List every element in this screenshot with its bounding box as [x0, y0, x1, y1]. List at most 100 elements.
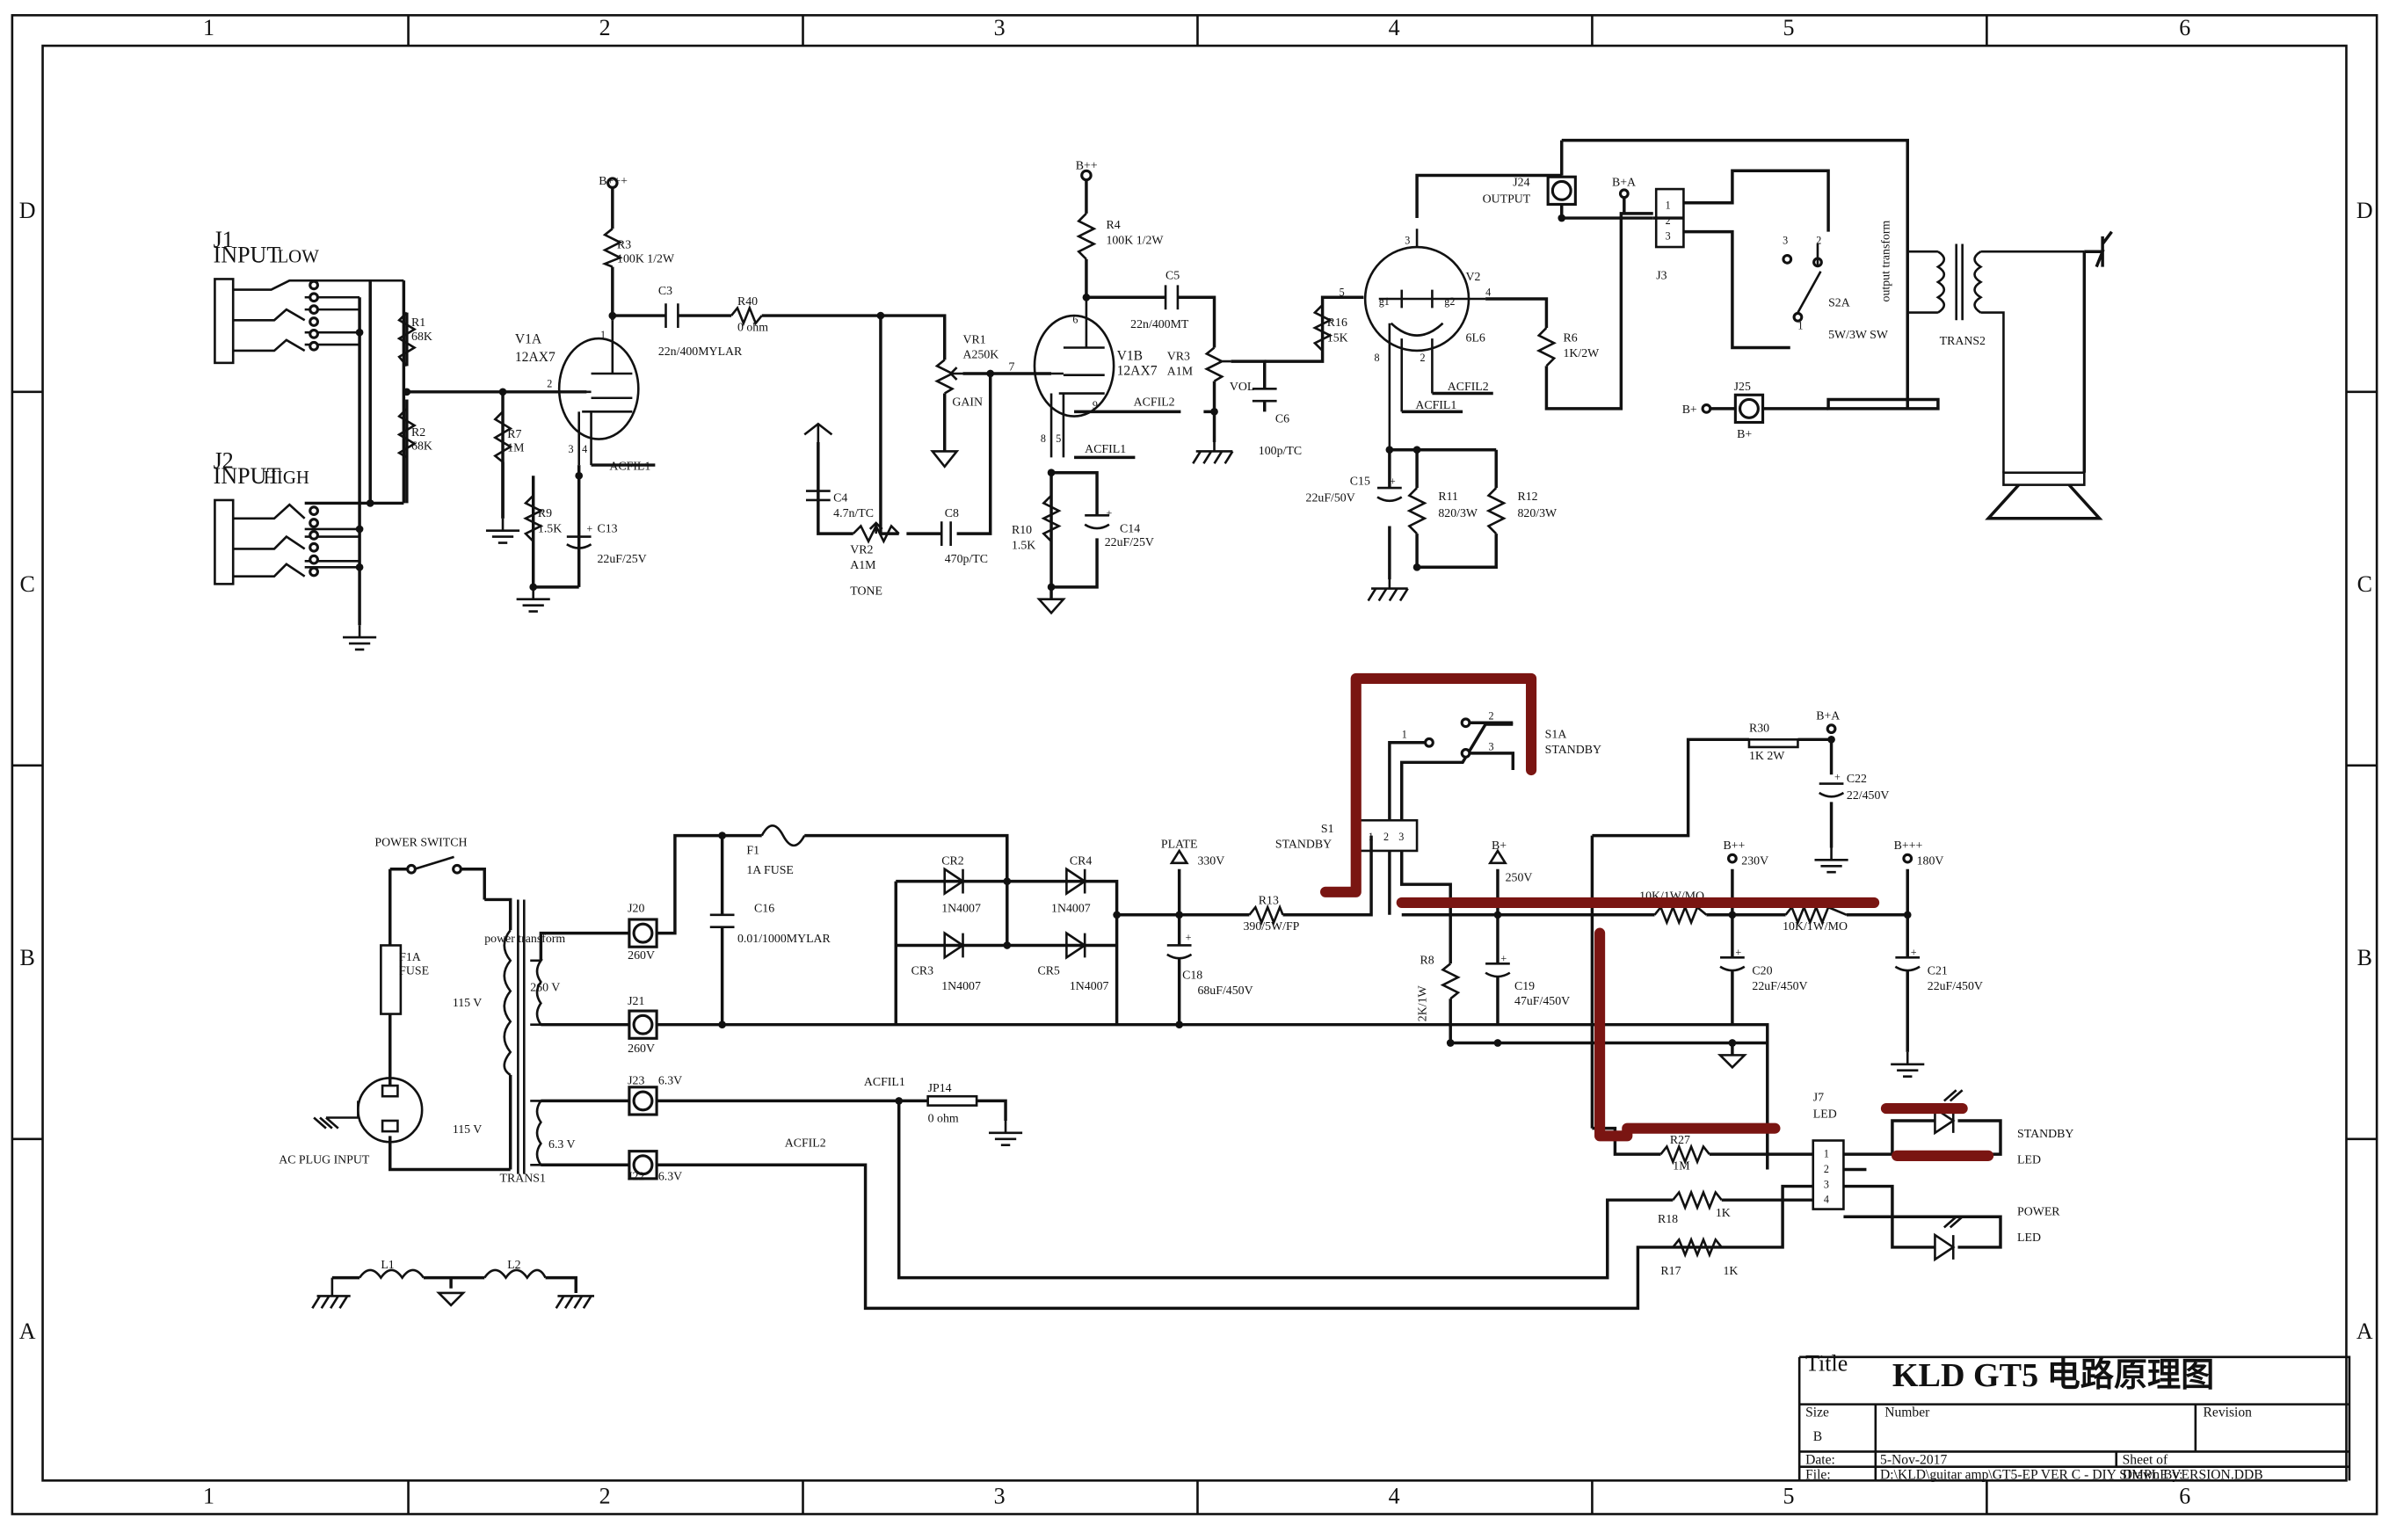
r1-label: R1: [411, 316, 425, 330]
jp14-resistor: [926, 1094, 978, 1107]
speaker-icon: [2002, 471, 2086, 486]
r18-value: 1K: [1716, 1207, 1731, 1220]
f1-value: 1A FUSE: [746, 864, 794, 877]
jack-j20-icon: [628, 918, 658, 948]
b-plus-label: B+++: [1894, 839, 1923, 853]
fuse-f1a-icon: [380, 944, 403, 1015]
ground-icon: [930, 450, 960, 469]
jp14-label: JP14: [928, 1082, 952, 1095]
pin-label: 3: [1783, 235, 1788, 247]
plate-label: PLATE: [1161, 838, 1198, 851]
j23-label: J23: [628, 1074, 644, 1087]
b-plus-label: B+: [1492, 839, 1507, 853]
row-label: B: [2357, 945, 2372, 970]
ground-icon: [1717, 1054, 1747, 1070]
j2-input-label: INPUT: [214, 463, 281, 489]
c13-label: C13: [598, 522, 618, 535]
acfil1-label: ACFIL1: [609, 460, 650, 473]
r27-label: R27: [1670, 1134, 1690, 1147]
acfil1-label: ACFIL1: [1415, 399, 1456, 412]
vr3-label: VR3: [1167, 350, 1190, 363]
power-supply-section: POWER SWITCH F1A FUSE AC PLUG INPUT powe…: [279, 710, 2073, 1311]
vr2-label: VR2: [850, 544, 873, 557]
s2a-value: 5W/3W SW: [1828, 329, 1889, 342]
size-value: B: [1813, 1429, 1822, 1444]
jack-j21-icon: [628, 1009, 658, 1040]
r7-value: 1M: [507, 441, 524, 454]
pin-label: 3: [1824, 1178, 1829, 1190]
f1-label: F1: [746, 844, 759, 857]
r9-value: 1.5K: [538, 522, 562, 535]
input-section: J1 INPUT LOW J2 INPUT HIGH R1 68K R2 68K…: [214, 227, 587, 651]
r12-value: 820/3W: [1517, 507, 1558, 520]
c5-value: 22n/400MT: [1130, 318, 1189, 331]
col-label: 2: [599, 15, 611, 40]
c6-label: C6: [1275, 412, 1289, 425]
ground-icon: [341, 623, 378, 651]
r10-label: R10: [1012, 524, 1032, 537]
ground-icon: [515, 585, 552, 613]
polarity-plus: +: [1186, 931, 1192, 943]
pin-label: 2: [1824, 1163, 1829, 1175]
file-label: File:: [1805, 1468, 1831, 1483]
output-jack-icon: [1546, 175, 1577, 207]
v1b-stage: B++ R4 100K 1/2W C5 22n/400MT VR3 A1M VO…: [1012, 160, 1302, 615]
pin-label: 4: [582, 443, 587, 455]
acfil2-label: ACFIL2: [1134, 396, 1175, 409]
v1a-stage: B+++ R3 100K 1/2W C3 22n/400MYLAR R40 0 …: [515, 175, 885, 613]
trans2-label: TRANS2: [1940, 335, 1986, 348]
s2a-label: S2A: [1828, 297, 1850, 310]
r8-value: 2K/1W: [1416, 984, 1429, 1021]
row-label: C: [20, 571, 35, 597]
col-label: 3: [994, 15, 1006, 40]
v260-label: 260 V: [530, 982, 560, 995]
c21-label: C21: [1928, 964, 1948, 977]
ground-icon: [1036, 598, 1066, 615]
j7-led-label: LED: [1813, 1108, 1837, 1121]
acfil2-label: ACFIL2: [1448, 381, 1489, 394]
output-section: J24 OUTPUT B+A 1 2 3 J3 3 2 1 S2A 5W/3W …: [1483, 138, 2113, 520]
date-value: 5-Nov-2017: [1880, 1452, 1947, 1467]
j25-label: J25: [1734, 381, 1751, 394]
j22-label: J22: [628, 1171, 644, 1184]
j24-label: J24: [1513, 177, 1529, 190]
r13-value: 390/5W/FP: [1243, 920, 1299, 933]
vr2-value: A1M: [850, 559, 875, 572]
drawn-by-label: Drawn By:: [2123, 1468, 2183, 1483]
pin-label: 1: [600, 329, 606, 341]
gain-label: GAIN: [952, 396, 983, 409]
col-label: 5: [1783, 1483, 1795, 1508]
pin-label: 7: [1009, 361, 1015, 374]
jack-j25-icon: [1733, 393, 1765, 425]
b-plus-label: B+++: [599, 175, 628, 188]
r17-label: R17: [1660, 1265, 1681, 1278]
acfil1-label: ACFIL1: [864, 1076, 905, 1089]
c18-label: C18: [1182, 970, 1202, 983]
pin-label: 3: [1489, 740, 1494, 752]
j3-label: J3: [1656, 269, 1666, 282]
r4-label: R4: [1106, 219, 1120, 232]
jack-j23-icon: [628, 1086, 658, 1116]
v115-label: 115 V: [453, 1123, 482, 1137]
c8-value: 470p/TC: [945, 553, 988, 566]
l1-label: L1: [381, 1259, 394, 1272]
c16-label: C16: [754, 902, 774, 915]
r40-label: R40: [737, 295, 758, 309]
r12-label: R12: [1517, 490, 1537, 504]
s1-label: S1: [1321, 823, 1334, 836]
c13-value: 22uF/25V: [598, 553, 647, 566]
pin-label: 3: [1398, 831, 1404, 843]
c16-value: 0.01/1000MYLAR: [737, 933, 831, 946]
j7-connector: [1812, 1139, 1845, 1210]
file-path: D:\KLD\guitar amp\GT5-EP VER C - DIY SIM…: [1880, 1468, 2263, 1483]
high-label: HIGH: [264, 468, 309, 488]
tube-v1a-icon: [557, 337, 640, 440]
power-transform-label: power transform: [484, 933, 565, 946]
polarity-plus: +: [1390, 476, 1396, 488]
v2-label: V2: [1466, 271, 1481, 284]
r15-value: 10K/1W/MO: [1783, 920, 1848, 933]
polarity-plus: +: [1106, 507, 1112, 519]
col-label: 3: [994, 1483, 1006, 1508]
cr4-value: 1N4007: [1051, 902, 1091, 915]
